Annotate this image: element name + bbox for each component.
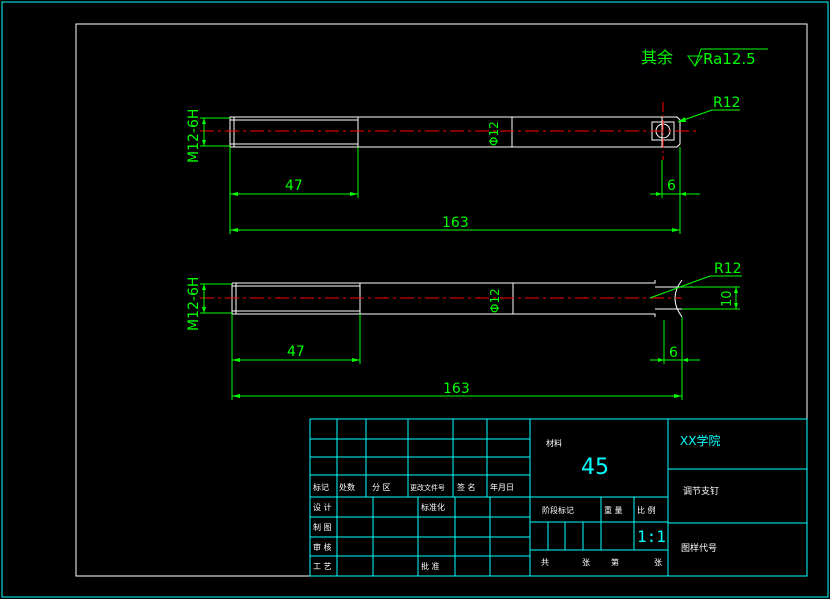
sheet-unit-label: 张 [582, 558, 590, 567]
end-width-dim: 6 [669, 345, 678, 361]
thread-label: M12-6H [186, 277, 202, 331]
surface-finish-note: 其余 Ra12.5 [641, 48, 768, 68]
slot-width-dim: 10 [720, 290, 735, 307]
revision-header-mark: 标记 [313, 482, 329, 492]
revision-header-date: 年月日 [490, 482, 514, 492]
part-name: 调节支钉 [683, 485, 719, 497]
sign-row-design: 设 计 [313, 502, 332, 512]
sheet-total-label: 共 [541, 558, 549, 567]
weight-label: 重 量 [604, 505, 623, 515]
scale-value: 1:1 [637, 527, 666, 546]
view-1: M12-6H Φ12 R12 47 6 163 [186, 95, 741, 234]
roughness-symbol-icon [687, 55, 703, 67]
radius-label: R12 [713, 95, 741, 111]
revision-header-count: 处数 [339, 482, 355, 492]
thread-length-dim: 47 [285, 178, 303, 194]
sign-row-check: 审 核 [313, 542, 332, 552]
radius-label: R12 [714, 261, 742, 277]
material-value: 45 [581, 455, 609, 480]
school-name: XX学院 [680, 433, 720, 448]
revision-header-zone: 分 区 [372, 483, 391, 492]
material-label: 材料 [546, 438, 562, 448]
revision-header-docno: 更改文件号 [410, 483, 445, 492]
surface-finish-prefix: 其余 [641, 48, 673, 67]
drawing-no-label: 图样代号 [681, 542, 717, 554]
part-outline [229, 116, 681, 148]
thread-label: M12-6H [186, 109, 202, 163]
view-2: M12-6H Φ12 R12 10 47 6 163 [186, 261, 742, 400]
end-width-dim: 6 [667, 178, 676, 194]
stage-label: 阶段标记 [542, 505, 574, 515]
standardize-label: 标准化 [421, 502, 445, 512]
title-block [309, 418, 808, 577]
title-block-text: 标记 处数 分 区 更改文件号 签 名 年月日 设 计 制 图 审 核 工 艺 … [313, 433, 720, 571]
sign-row-draw: 制 图 [313, 522, 332, 532]
sign-row-process: 工 艺 [313, 562, 332, 571]
total-length-dim: 163 [442, 215, 469, 231]
sheet-no-label: 第 [611, 557, 619, 567]
total-length-dim: 163 [443, 381, 470, 397]
diameter-label: Φ12 [488, 288, 502, 313]
diameter-label: Φ12 [487, 121, 501, 146]
surface-finish-value: Ra12.5 [703, 50, 756, 68]
thread-length-dim: 47 [287, 344, 305, 360]
revision-header-sign: 签 名 [457, 482, 476, 492]
scale-label: 比 例 [637, 505, 656, 515]
approve-label: 批 准 [421, 561, 440, 571]
sheet-unit-label-2: 张 [654, 558, 662, 567]
